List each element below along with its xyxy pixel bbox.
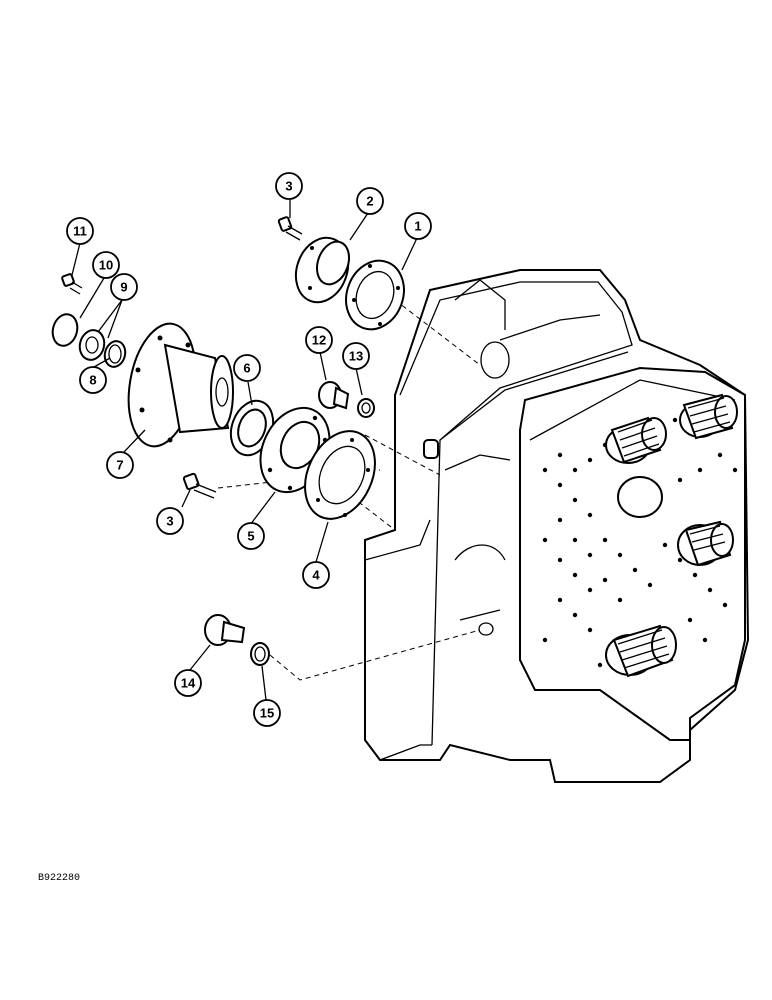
output-shaft-upper-left xyxy=(605,416,667,464)
callout-11: 11 xyxy=(66,217,94,245)
callout-number: 9 xyxy=(120,280,127,295)
callout-number: 1 xyxy=(414,219,421,234)
callout-6: 6 xyxy=(233,354,261,382)
callout-4: 4 xyxy=(302,561,330,589)
part-8-o-ring xyxy=(103,340,127,368)
callout-10: 10 xyxy=(92,251,120,279)
callout-number: 7 xyxy=(116,458,123,473)
cover-hole-pattern xyxy=(542,402,738,668)
callout-number: 10 xyxy=(99,258,113,273)
callout-14: 14 xyxy=(174,669,202,697)
callout-number: 4 xyxy=(312,568,320,583)
housing-port-plug xyxy=(423,439,439,459)
callout-2: 2 xyxy=(356,187,384,215)
part-1-gasket xyxy=(345,259,405,331)
part-2-cover xyxy=(294,236,350,304)
callout-13: 13 xyxy=(342,342,370,370)
part-12-plug xyxy=(318,381,350,410)
output-shaft-middle xyxy=(677,520,734,567)
callout-8: 8 xyxy=(79,366,107,394)
callout-12: 12 xyxy=(305,326,333,354)
callout-7: 7 xyxy=(106,451,134,479)
callout-number: 5 xyxy=(247,529,254,544)
callout-3-2: 3 xyxy=(156,507,184,535)
transmission-housing xyxy=(364,269,750,783)
part-7-flange xyxy=(127,322,234,448)
callout-number: 15 xyxy=(260,706,274,721)
callout-1: 1 xyxy=(404,212,432,240)
figure-reference-code: B922280 xyxy=(38,873,80,884)
callout-number: 14 xyxy=(181,676,196,691)
part-11-screw xyxy=(61,273,83,295)
part-13-o-ring xyxy=(357,398,375,418)
callout-number: 8 xyxy=(89,373,96,388)
callout-5: 5 xyxy=(237,522,265,550)
callout-number: 11 xyxy=(73,224,87,239)
part-9-shims xyxy=(78,329,106,361)
part-3-bolt-upper xyxy=(277,216,303,241)
callout-number: 12 xyxy=(312,333,326,348)
callout-3: 3 xyxy=(275,172,303,200)
part-14-plug xyxy=(204,614,246,646)
part-15-o-ring xyxy=(250,642,270,666)
leader-lines xyxy=(71,200,418,701)
output-shaft-lower xyxy=(605,624,677,678)
part-6-seal xyxy=(229,399,275,457)
callout-15: 15 xyxy=(253,699,281,727)
output-shaft-upper-right xyxy=(679,393,738,440)
callout-9: 9 xyxy=(110,273,138,301)
callout-number: 3 xyxy=(285,179,292,194)
callout-number: 6 xyxy=(243,361,250,376)
part-10-plate xyxy=(51,313,79,347)
callout-number: 3 xyxy=(166,514,173,529)
callout-number: 2 xyxy=(366,194,373,209)
callout-number: 13 xyxy=(349,349,363,364)
part-3-bolt-lower xyxy=(182,472,217,499)
part-4-gasket xyxy=(304,430,376,520)
